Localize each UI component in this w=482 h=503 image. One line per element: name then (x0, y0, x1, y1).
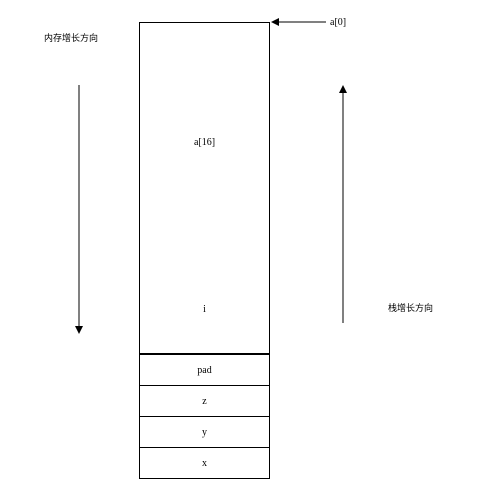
x-cell: x (139, 448, 270, 479)
i-cell-label: i (203, 304, 206, 315)
stack-frame: a[16] i pad z y x (139, 22, 270, 479)
pad-cell: pad (139, 355, 270, 386)
stack-growth-label: 栈增长方向 (388, 304, 434, 314)
array-cell-label: a[16] (193, 137, 216, 148)
memory-growth-label: 内存增长方向 (44, 34, 99, 44)
array-cell: a[16] i (139, 22, 270, 355)
a0-label: a[0] (330, 17, 347, 28)
z-cell: z (139, 386, 270, 417)
y-cell: y (139, 417, 270, 448)
